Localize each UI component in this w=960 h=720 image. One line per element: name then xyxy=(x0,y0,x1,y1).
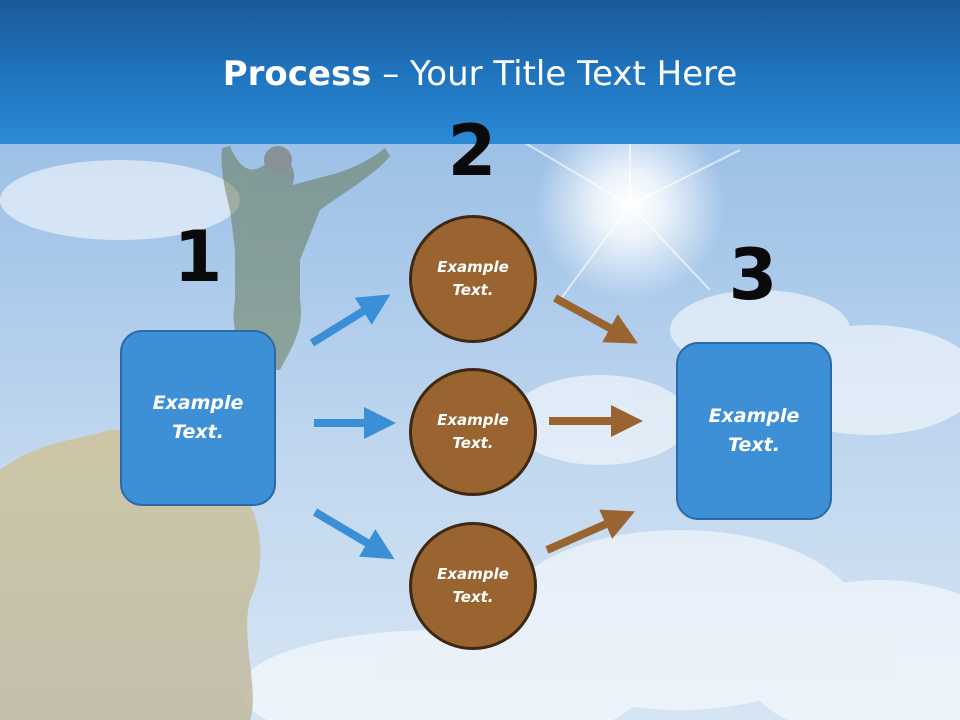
step-number-2: 2 xyxy=(447,110,497,192)
arrow-down-right-blue xyxy=(312,508,395,560)
circle-bottom: Example Text. xyxy=(409,522,537,650)
circle-middle: Example Text. xyxy=(409,368,537,496)
arrow-up-right-blue xyxy=(309,294,391,347)
right-box-label: Example Text. xyxy=(708,405,800,456)
circle-middle-label: Example Text. xyxy=(437,411,509,452)
person xyxy=(221,146,390,370)
step-number-3: 3 xyxy=(728,234,778,316)
left-process-box: Example Text. xyxy=(120,330,276,506)
title-rest: – Your Title Text Here xyxy=(371,54,738,94)
circle-top: Example Text. xyxy=(409,215,537,343)
left-box-label: Example Text. xyxy=(152,392,244,443)
circle-top-label: Example Text. xyxy=(437,258,509,299)
title-bar xyxy=(0,0,960,144)
arrow-down-right-brown xyxy=(553,294,639,344)
step-number-1: 1 xyxy=(173,216,223,298)
right-process-box: Example Text. xyxy=(676,342,832,520)
circle-bottom-label: Example Text. xyxy=(437,565,509,606)
title-bold: Process xyxy=(222,54,372,94)
slide-title: Process – Your Title Text Here xyxy=(0,52,960,96)
arrow-up-right-brown xyxy=(545,509,635,554)
